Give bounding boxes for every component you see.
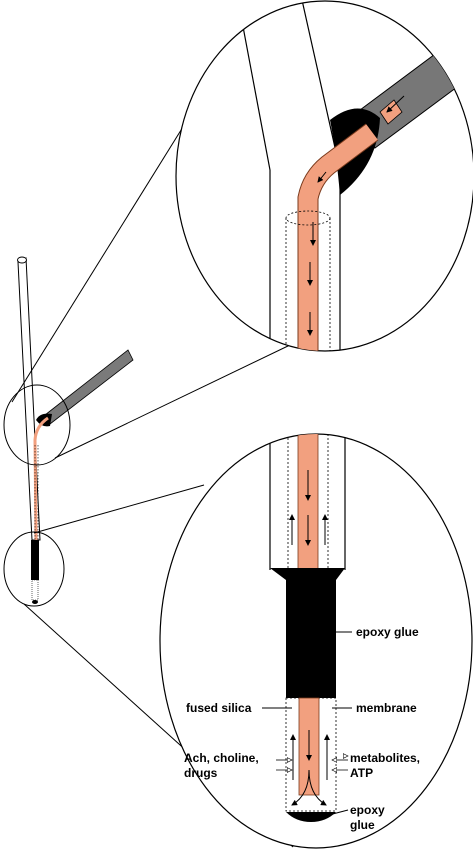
label-inflow-line2: drugs [184, 766, 218, 780]
overview-lower-glue [31, 540, 39, 580]
overview-tubing [33, 416, 49, 541]
overview-inlet-tube [44, 349, 134, 425]
overview-shaft-tip [17, 256, 27, 264]
label-epoxy-glue-bottom-line1: epoxy [350, 803, 385, 817]
top-zoom [175, 0, 473, 352]
label-outflow-line2: ATP [350, 766, 373, 780]
label-outflow-line1: metabolites, [350, 751, 420, 765]
label-epoxy-glue-bottom-line2: glue [350, 818, 375, 832]
overview-magnifier-bottom [3, 531, 65, 607]
label-membrane: membrane [356, 701, 417, 715]
overview-membrane [31, 579, 39, 601]
bottom-epoxy-glue [270, 568, 345, 698]
bottom-zoom: epoxy glue fused silica membrane Ach, ch… [159, 433, 473, 849]
overview-probe [3, 256, 134, 607]
label-inflow-line1: Ach, choline, [184, 751, 259, 765]
top-shaft-left-wall [237, 1, 271, 351]
overview-magnifier-top [3, 384, 71, 466]
label-fused-silica: fused silica [186, 701, 252, 715]
overview-tip [32, 600, 38, 604]
label-epoxy-glue-top: epoxy glue [356, 625, 419, 639]
bottom-tip-glue [286, 812, 336, 822]
